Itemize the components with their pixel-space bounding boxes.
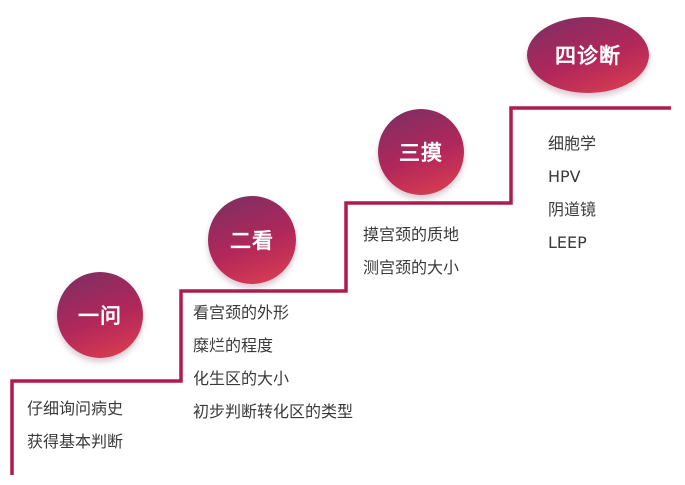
step-2-title: 二看 — [230, 229, 274, 253]
step-4-list: 细胞学 HPV 阴道镜 LEEP — [548, 127, 596, 259]
list-item: 细胞学 — [548, 134, 597, 153]
list-item: 阴道镜 — [548, 200, 597, 219]
step-1-list: 仔细询问病史 获得基本判断 — [27, 392, 123, 458]
step-2-badge: 二看 — [208, 196, 296, 284]
list-item: 初步判断转化区的类型 — [193, 402, 354, 421]
list-item: HPV — [548, 167, 581, 186]
list-item: LEEP — [548, 233, 587, 252]
step-4-badge: 四诊断 — [527, 17, 649, 93]
step-1-title: 一问 — [78, 304, 122, 328]
step-2-list: 看宫颈的外形 糜烂的程度 化生区的大小 初步判断转化区的类型 — [193, 296, 353, 428]
step-3-title: 三摸 — [399, 141, 443, 165]
step-3-list: 摸宫颈的质地 测宫颈的大小 — [363, 218, 459, 284]
step-4-title: 四诊断 — [555, 44, 621, 68]
step-3-badge: 三摸 — [378, 109, 464, 195]
list-item: 看宫颈的外形 — [193, 303, 290, 322]
list-item: 糜烂的程度 — [193, 336, 274, 355]
list-item: 化生区的大小 — [193, 369, 290, 388]
list-item: 获得基本判断 — [27, 432, 124, 451]
list-item: 测宫颈的大小 — [363, 258, 460, 277]
stair-outline — [10, 106, 671, 475]
list-item: 仔细询问病史 — [27, 399, 124, 418]
list-item: 摸宫颈的质地 — [363, 225, 460, 244]
step-1-badge: 一问 — [57, 272, 143, 358]
